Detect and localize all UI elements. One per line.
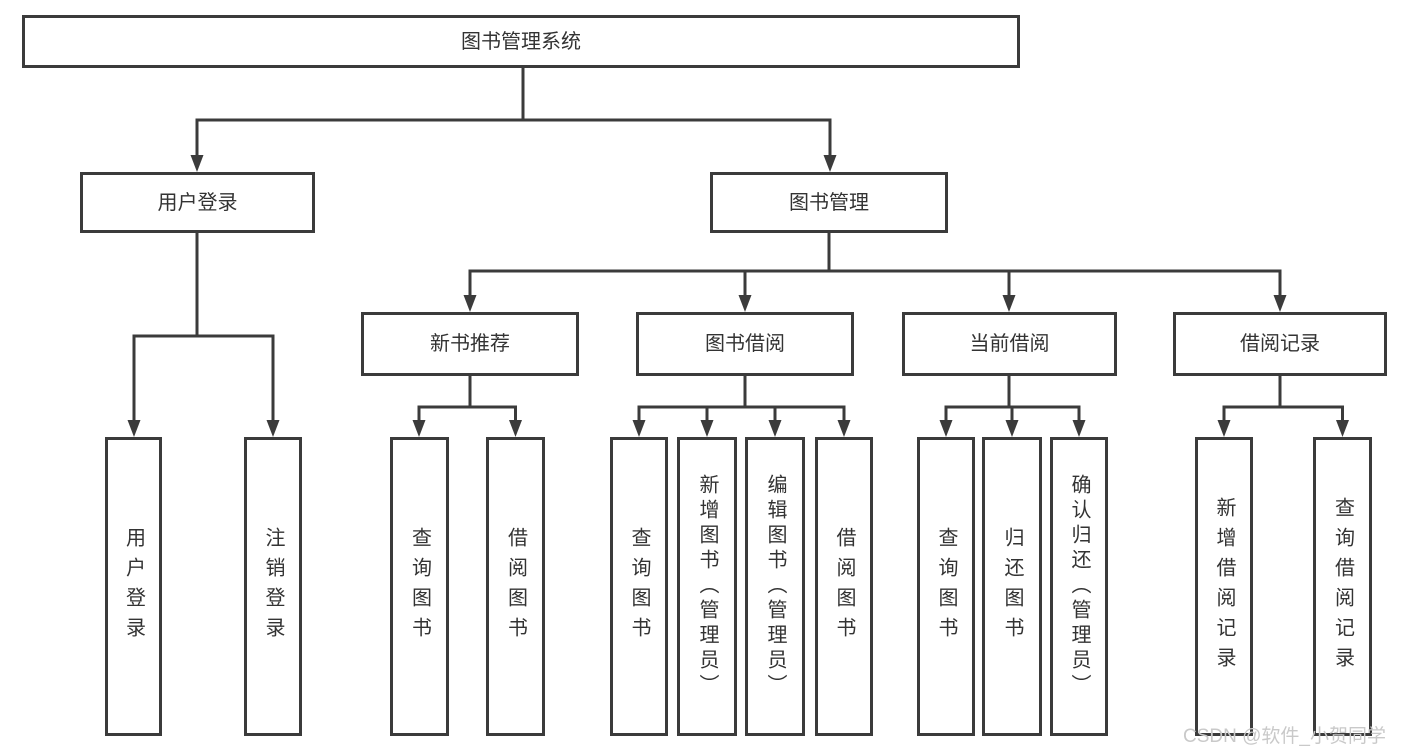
connector-new-book-recommend-to-children xyxy=(412,376,522,437)
node-book-management-label: 图书管理 xyxy=(789,191,869,214)
node-user-login-label: 用户登录 xyxy=(157,191,238,214)
node-cb-return-books: 归还图书 xyxy=(982,437,1042,736)
connector-borrow-records-to-children xyxy=(1217,376,1349,437)
node-root: 图书管理系统 xyxy=(22,15,1020,68)
node-cb-confirm-return-admin: 确认归还（管理员） xyxy=(1050,437,1108,736)
node-br-query-record-label: 查询借阅记录 xyxy=(1331,496,1354,677)
connector-book-management-to-level3 xyxy=(463,233,1287,312)
node-bb-edit-books-admin-label: 编辑图书（管理员） xyxy=(764,474,786,699)
csdn-watermark: CSDN @软件_小贺同学 xyxy=(1183,726,1386,747)
node-bb-borrow-books: 借阅图书 xyxy=(815,437,873,736)
node-book-borrow: 图书借阅 xyxy=(636,312,854,376)
node-nb-query-books: 查询图书 xyxy=(390,437,449,736)
node-cb-confirm-return-admin-label: 确认归还（管理员） xyxy=(1068,474,1090,699)
node-root-label: 图书管理系统 xyxy=(461,30,581,53)
node-cb-query-books: 查询图书 xyxy=(917,437,975,736)
node-leaf-user-login: 用户登录 xyxy=(105,437,162,736)
node-bb-query-books: 查询图书 xyxy=(610,437,668,736)
node-book-management: 图书管理 xyxy=(710,172,948,233)
node-cb-query-books-label: 查询图书 xyxy=(935,526,957,647)
node-bb-add-books-admin: 新增图书（管理员） xyxy=(677,437,737,736)
node-bb-borrow-books-label: 借阅图书 xyxy=(833,526,855,647)
node-cb-return-books-label: 归还图书 xyxy=(1001,526,1023,647)
node-bb-query-books-label: 查询图书 xyxy=(628,526,650,647)
connector-current-borrow-to-children xyxy=(939,376,1086,437)
node-bb-edit-books-admin: 编辑图书（管理员） xyxy=(745,437,805,736)
connector-user-login-to-children xyxy=(127,233,280,437)
connector-book-borrow-to-children xyxy=(632,376,851,437)
node-new-book-recommend-label: 新书推荐 xyxy=(430,333,510,355)
node-borrow-records-label: 借阅记录 xyxy=(1240,333,1320,355)
node-book-borrow-label: 图书借阅 xyxy=(705,333,785,355)
node-leaf-user-login-label: 用户登录 xyxy=(122,526,145,647)
node-br-add-record: 新增借阅记录 xyxy=(1195,437,1253,736)
node-current-borrow: 当前借阅 xyxy=(902,312,1117,376)
node-new-book-recommend: 新书推荐 xyxy=(361,312,579,376)
node-nb-borrow-books: 借阅图书 xyxy=(486,437,545,736)
node-nb-borrow-books-label: 借阅图书 xyxy=(504,526,527,647)
node-bb-add-books-admin-label: 新增图书（管理员） xyxy=(696,474,718,699)
node-br-add-record-label: 新增借阅记录 xyxy=(1213,496,1235,677)
node-user-login: 用户登录 xyxy=(80,172,315,233)
connector-root-to-level2 xyxy=(190,68,837,172)
node-leaf-logout: 注销登录 xyxy=(244,437,302,736)
node-borrow-records: 借阅记录 xyxy=(1173,312,1387,376)
node-leaf-logout-label: 注销登录 xyxy=(262,526,284,647)
node-br-query-record: 查询借阅记录 xyxy=(1313,437,1372,736)
node-current-borrow-label: 当前借阅 xyxy=(969,333,1050,355)
node-nb-query-books-label: 查询图书 xyxy=(408,526,431,647)
